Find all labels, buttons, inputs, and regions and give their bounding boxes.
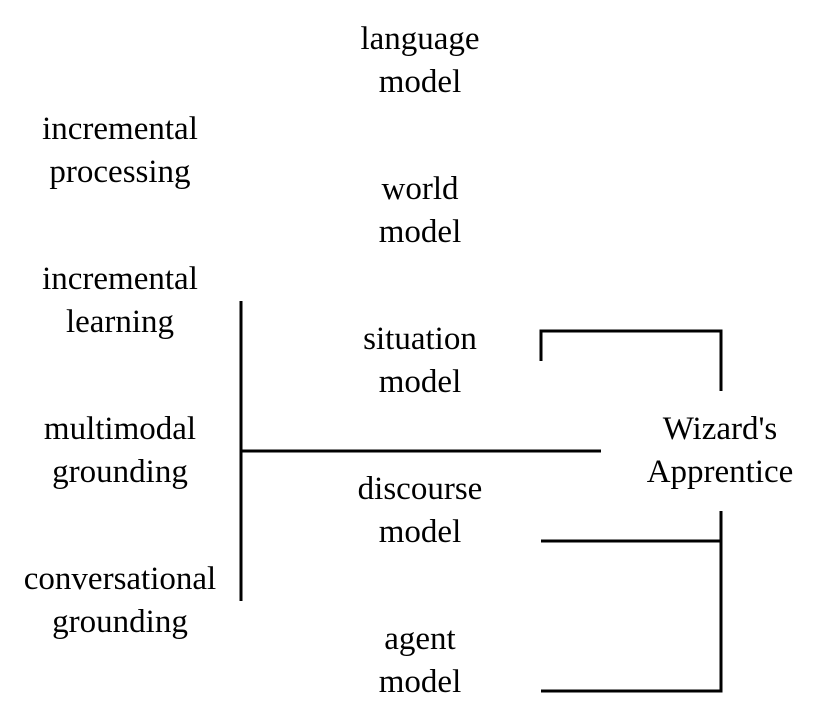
label-line: multimodal [43,411,197,447]
upper-bracket [539,329,723,391]
label-line: world [381,171,459,207]
label-line: learning [65,304,175,340]
label-line: incremental [42,111,198,147]
label-line: Wizard's [662,411,778,447]
label-line: model [378,664,462,700]
label-line: model [378,364,462,400]
label-conversational-grounding: conversational grounding [0,558,240,644]
label-multimodal-grounding: multimodal grounding [0,408,240,494]
label-line: language [360,21,480,57]
label-line: conversational [23,561,217,597]
label-world-model: world model [320,168,520,254]
label-line: discourse [357,471,483,507]
label-incremental-learning: incremental learning [0,258,240,344]
label-line: Apprentice [646,454,794,490]
label-line: model [378,64,462,100]
label-language-model: language model [320,18,520,104]
label-line: model [378,214,462,250]
label-line: processing [49,154,191,190]
label-line: situation [363,321,477,357]
label-line: grounding [52,604,188,640]
label-line: grounding [52,454,188,490]
lower-bracket [541,511,723,693]
label-situation-model: situation model [320,318,520,404]
label-line: agent [384,621,456,657]
label-line: incremental [42,261,198,297]
label-wizards-apprentice: Wizard's Apprentice [620,408,820,494]
label-discourse-model: discourse model [320,468,520,554]
label-incremental-processing: incremental processing [0,108,240,194]
label-agent-model: agent model [320,618,520,704]
label-line: model [378,514,462,550]
